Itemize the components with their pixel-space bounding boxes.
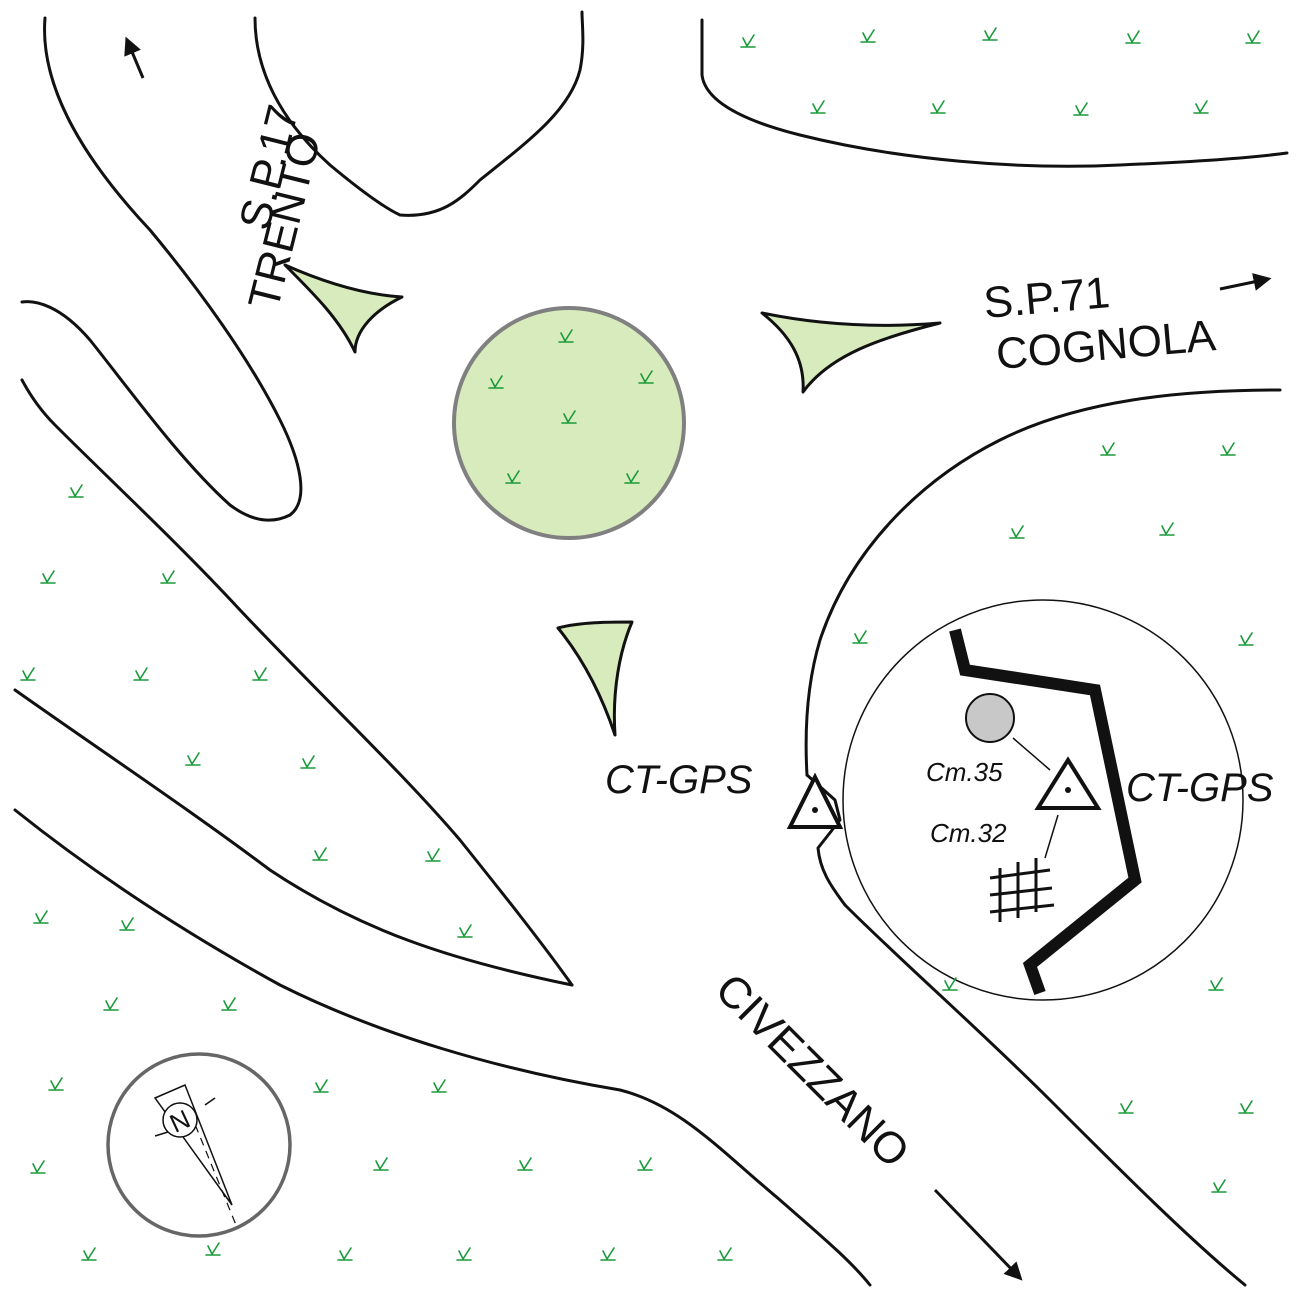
inset-curb-line bbox=[949, 628, 1142, 996]
grass-tuft-icon bbox=[1238, 1100, 1254, 1114]
grass-tuft-icon bbox=[624, 470, 640, 484]
grass-tuft-icon bbox=[160, 570, 176, 584]
grass-tuft-icon bbox=[48, 1077, 64, 1091]
round-manhole-icon bbox=[965, 693, 1015, 743]
grass-tuft-icon bbox=[68, 484, 84, 498]
grass-tuft-icon bbox=[1211, 1179, 1227, 1193]
grass-tuft-icon bbox=[300, 755, 316, 769]
arrow-civezzano-icon bbox=[933, 1188, 1023, 1281]
grass-tuft-icon bbox=[33, 910, 49, 924]
grass-tuft-icon bbox=[810, 100, 826, 114]
road-edge-wedge-top bbox=[20, 378, 574, 987]
grass-tuft-icon bbox=[852, 630, 868, 644]
grass-tuft-icon bbox=[740, 34, 756, 48]
arrow-sp71-icon bbox=[1219, 273, 1272, 291]
road-edge-sp71-bottom bbox=[804, 388, 1282, 777]
traffic-islands bbox=[283, 263, 942, 737]
triangle-benchmark-icon bbox=[1034, 756, 1102, 810]
grass-tuft-icon bbox=[600, 1247, 616, 1261]
ctgps-inset-label: CT-GPS bbox=[1126, 766, 1274, 810]
road-edges bbox=[13, 10, 1289, 1287]
grass-tuft-icon bbox=[252, 667, 268, 681]
leader-cm32 bbox=[1044, 814, 1059, 859]
grass-tuft-icon bbox=[1009, 525, 1025, 539]
grass-tuft-icon bbox=[860, 29, 876, 43]
triangle-benchmark-icon-main bbox=[786, 772, 844, 829]
north-arrow-icon: N bbox=[106, 1052, 292, 1238]
sp71-line1: S.P.71 bbox=[982, 268, 1112, 328]
cm35-label: Cm.35 bbox=[926, 757, 1003, 787]
grass-tuft-icon bbox=[40, 570, 56, 584]
detail-inset: Cm.35 Cm.32 CT-GPS bbox=[842, 599, 1274, 1001]
road-edge-civezzano-right bbox=[843, 903, 1247, 1287]
grass-tuft-icon bbox=[313, 1079, 329, 1093]
grass-tuft-icon bbox=[1193, 100, 1209, 114]
grass-tufts bbox=[20, 27, 1261, 1261]
grass-tuft-icon bbox=[561, 410, 577, 424]
grass-tuft-icon bbox=[1208, 977, 1224, 991]
grass-tuft-icon bbox=[558, 329, 574, 343]
label-sp71: S.P.71 COGNOLA bbox=[982, 268, 1219, 379]
road-edge-sp71-top bbox=[700, 18, 1289, 168]
grass-tuft-icon bbox=[133, 667, 149, 681]
cm32-label: Cm.32 bbox=[930, 818, 1007, 848]
road-edge-wedge-bottom bbox=[13, 688, 574, 987]
road-edge-civezzano-left bbox=[13, 808, 872, 1287]
island-south bbox=[556, 620, 634, 737]
grass-tuft-icon bbox=[337, 1247, 353, 1261]
road-edge-sp17-inner bbox=[253, 10, 585, 217]
label-civezzano: CIVEZZANO bbox=[706, 964, 919, 1177]
road-edge-sp17-outer bbox=[20, 16, 303, 522]
grass-tuft-icon bbox=[425, 848, 441, 862]
grid-manhole-icon bbox=[989, 858, 1055, 922]
road-edge-notch bbox=[805, 773, 847, 907]
grass-tuft-icon bbox=[1220, 442, 1236, 456]
grass-tuft-icon bbox=[1100, 442, 1116, 456]
grass-tuft-icon bbox=[457, 924, 473, 938]
grass-tuft-icon bbox=[221, 997, 237, 1011]
grass-tuft-icon bbox=[312, 847, 328, 861]
grass-tuft-icon bbox=[505, 470, 521, 484]
civezzano-label: CIVEZZANO bbox=[706, 964, 919, 1177]
grass-tuft-icon bbox=[942, 977, 958, 991]
grass-tuft-icon bbox=[205, 1242, 221, 1256]
grass-tuft-icon bbox=[1238, 632, 1254, 646]
grass-tuft-icon bbox=[81, 1247, 97, 1261]
grass-tuft-icon bbox=[1159, 522, 1175, 536]
grass-tuft-icon bbox=[103, 997, 119, 1011]
island-northeast bbox=[760, 311, 942, 394]
grass-tuft-icon bbox=[185, 752, 201, 766]
grass-tuft-icon bbox=[717, 1247, 733, 1261]
grass-tuft-icon bbox=[517, 1157, 533, 1171]
grass-tuft-icon bbox=[1118, 1100, 1134, 1114]
grass-tuft-icon bbox=[30, 1160, 46, 1174]
grass-tuft-icon bbox=[637, 1157, 653, 1171]
grass-tuft-icon bbox=[20, 667, 36, 681]
grass-tuft-icon bbox=[119, 917, 135, 931]
grass-tuft-icon bbox=[1073, 102, 1089, 116]
island-northwest bbox=[283, 263, 404, 354]
grass-tuft-icon bbox=[982, 27, 998, 41]
grass-tuft-icon bbox=[1125, 30, 1141, 44]
grass-tuft-icon bbox=[1245, 30, 1261, 44]
grass-tuft-icon bbox=[431, 1079, 447, 1093]
grass-tuft-icon bbox=[373, 1157, 389, 1171]
grass-tuft-icon bbox=[930, 100, 946, 114]
grass-tuft-icon bbox=[638, 370, 654, 384]
ctgps-main-label: CT-GPS bbox=[605, 758, 753, 802]
grass-tuft-icon bbox=[456, 1247, 472, 1261]
leader-cm35 bbox=[1012, 737, 1051, 771]
arrow-sp17-icon bbox=[124, 36, 145, 79]
grass-tuft-icon bbox=[488, 375, 504, 389]
